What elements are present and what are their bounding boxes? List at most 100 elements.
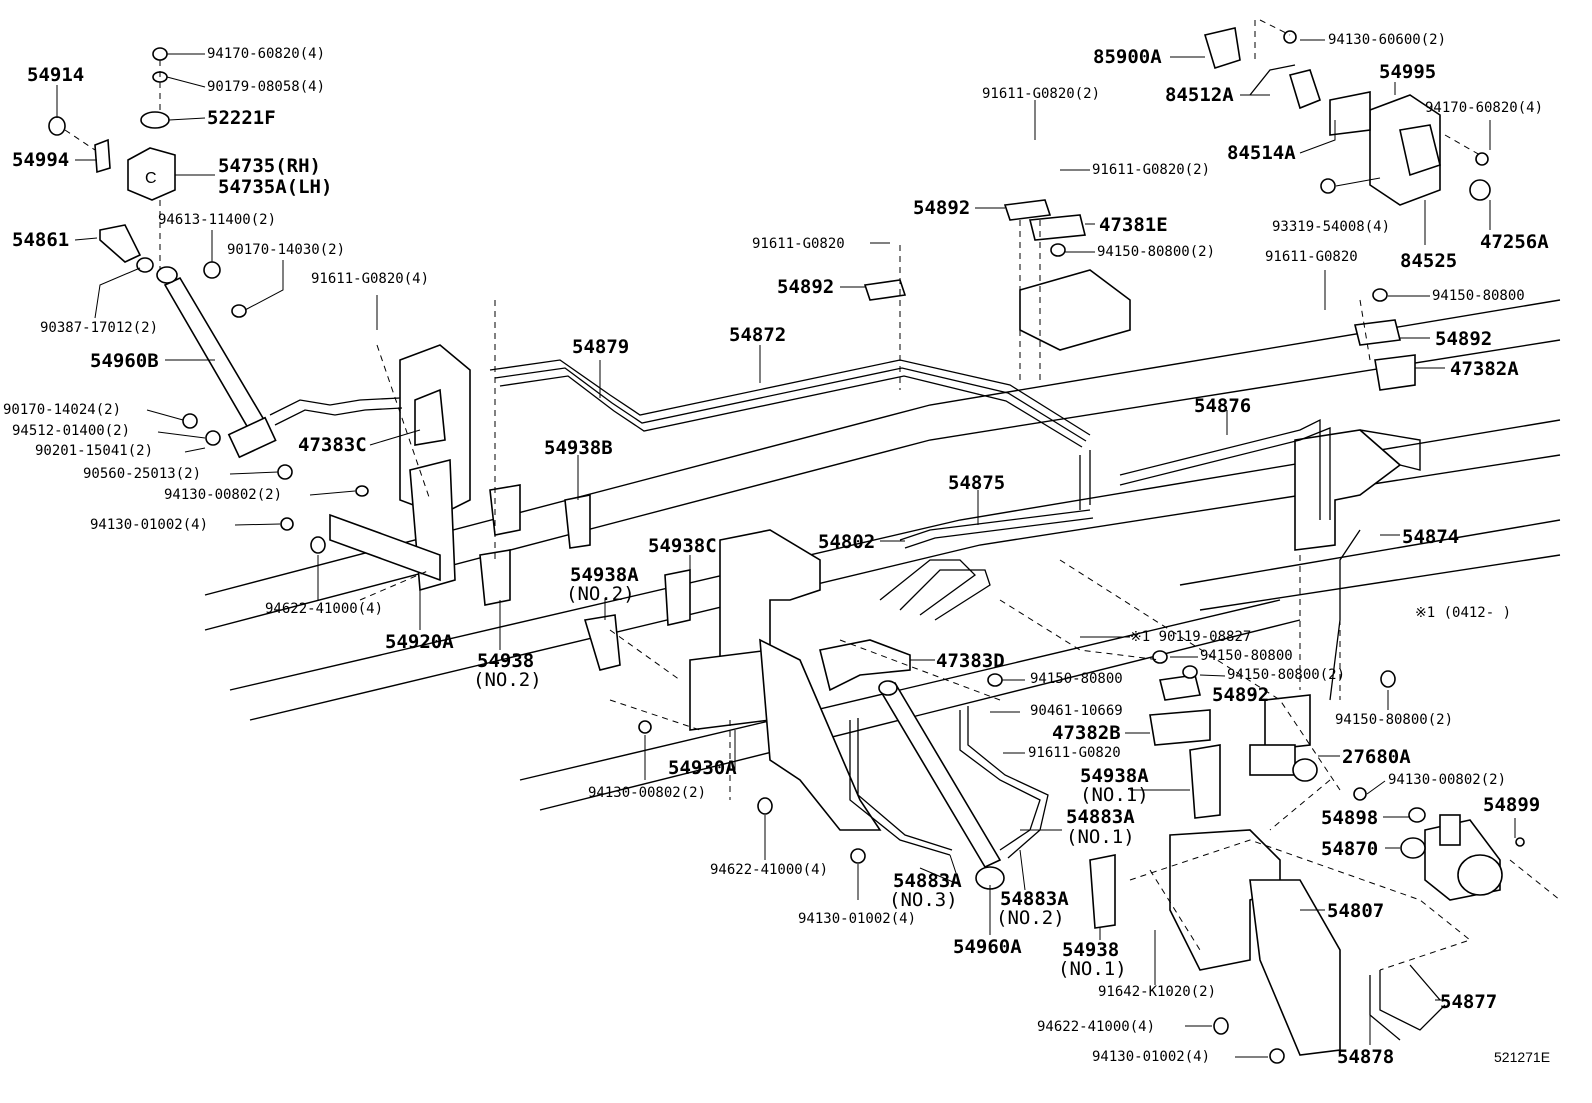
label-54883a-no2: 54883A (1000, 888, 1069, 910)
label-94170-60820-left: 94170-60820(4) (207, 46, 326, 62)
label-54877: 54877 (1440, 991, 1498, 1013)
diagram-id: 521271E (1494, 1049, 1551, 1065)
label-47381e: 47381E (1099, 214, 1168, 236)
label-54938a-no1-sub: (NO.1) (1080, 784, 1149, 806)
cylinder-54960a (878, 680, 1005, 890)
label-54994: 54994 (12, 149, 70, 171)
label-54735-rh: 54735(RH) (218, 155, 321, 177)
bracket-47382a (1374, 354, 1416, 391)
label-54876: 54876 (1194, 395, 1252, 417)
bracket-47382b (1149, 709, 1211, 746)
label-54861: 54861 (12, 229, 70, 251)
label-54735a-lh: 54735A(LH) (218, 176, 333, 198)
dashed-lines (64, 19, 1561, 971)
label-47383c: 47383C (298, 434, 367, 456)
label-note: ※1 (0412- ) (1415, 605, 1512, 621)
label-54802: 54802 (818, 531, 876, 553)
label-94512-01400: 94512-01400(2) (12, 423, 131, 439)
clamp-54892-b (863, 279, 907, 301)
label-54938-no1-sub: (NO.1) (1058, 958, 1127, 980)
label-94622-41000-mid: 94622-41000(4) (710, 862, 829, 878)
label-47382a: 47382A (1450, 358, 1519, 380)
label-84514a: 84514A (1227, 142, 1296, 164)
label-54892-top: 54892 (913, 197, 971, 219)
label-94150-80800-right: 94150-80800 (1432, 288, 1525, 304)
label-54960a: 54960A (953, 936, 1022, 958)
label-91611-g0820-2-mid: 91611-G0820(2) (1092, 162, 1211, 178)
rear-crossmember (1294, 429, 1421, 551)
actuator-84525 (1329, 91, 1491, 206)
label-90560-25013: 90560-25013(2) (83, 466, 202, 482)
label-54875: 54875 (948, 472, 1006, 494)
label-91611-g0820-lower: 91611-G0820 (1028, 745, 1121, 761)
label-47382b: 47382B (1052, 722, 1121, 744)
label-94622-41000-left: 94622-41000(4) (265, 601, 384, 617)
valve-27680a (1249, 744, 1318, 782)
label-54883a-no1: 54883A (1066, 806, 1135, 828)
label-54892-center: 54892 (777, 276, 835, 298)
label-94130-00802-right: 94130-00802(2) (1388, 772, 1507, 788)
label-54938-no1: 54938 (1062, 939, 1120, 961)
label-84512a: 84512A (1165, 84, 1234, 106)
label-94613-11400: 94613-11400(2) (158, 212, 277, 228)
label-94150-80800-2-mid: 94150-80800(2) (1227, 667, 1346, 683)
label-54938a-no1: 54938A (1080, 765, 1149, 787)
label-54872: 54872 (729, 324, 787, 346)
clamp-54892-c (1354, 319, 1401, 346)
label-91611-g0820-4: 91611-G0820(4) (311, 271, 430, 287)
label-54914: 54914 (27, 64, 85, 86)
label-90387-17012: 90387-17012(2) (40, 320, 159, 336)
label-47256a: 47256A (1480, 231, 1549, 253)
label-52221f: 52221F (207, 107, 276, 129)
label-54898: 54898 (1321, 807, 1379, 829)
pump-54870 (1400, 814, 1503, 901)
label-94130-00802-left: 94130-00802(2) (164, 487, 283, 503)
hydraulic-lines (269, 359, 1361, 859)
bracket-47383d (819, 639, 911, 692)
label-54938a-no2: (NO.2) (566, 583, 635, 605)
frame-box-top (1019, 269, 1131, 351)
hoses-54877 (1369, 964, 1446, 1041)
label-54879: 54879 (572, 336, 630, 358)
label-94130-01002-left: 94130-01002(4) (90, 517, 209, 533)
label-90170-14024: 90170-14024(2) (3, 402, 122, 418)
clamp-54892-a (1003, 199, 1052, 221)
label-54920a: 54920A (385, 631, 454, 653)
label-84525: 84525 (1400, 250, 1458, 272)
sensor-85900a (1203, 27, 1321, 110)
label-93319-54008: 93319-54008(4) (1272, 219, 1391, 235)
label-54883a-no3: 54883A (893, 870, 962, 892)
label-54870: 54870 (1321, 838, 1379, 860)
label-91611-g0820-right: 91611-G0820 (1265, 249, 1358, 265)
label-94130-01002-right: 94130-01002(4) (1092, 1049, 1211, 1065)
label-54807: 54807 (1327, 900, 1385, 922)
label-54883a-no3-sub: (NO.3) (889, 889, 958, 911)
lower-right-bracket (1089, 694, 1341, 1056)
label-54899: 54899 (1483, 794, 1541, 816)
bracket-54938b (564, 494, 591, 549)
bracket-54938c (664, 569, 691, 626)
label-54938b: 54938B (544, 437, 613, 459)
label-54938-no2: (NO.2) (473, 669, 542, 691)
label-94130-00802-mid: 94130-00802(2) (588, 785, 707, 801)
label-94150-80800-left: 94150-80800 (1030, 671, 1123, 687)
svg-text:C: C (145, 170, 157, 187)
label-54878: 54878 (1337, 1046, 1395, 1068)
label-90119-08827: ※1 90119-08827 (1130, 629, 1252, 645)
clamp-54892-d (1159, 674, 1201, 701)
label-90461-10669: 90461-10669 (1030, 703, 1123, 719)
label-85900a: 85900A (1093, 46, 1162, 68)
label-54883a-no2-sub: (NO.2) (996, 907, 1065, 929)
label-27680a: 27680A (1342, 746, 1411, 768)
label-54874: 54874 (1402, 526, 1460, 548)
label-54995: 54995 (1379, 61, 1437, 83)
label-94130-01002-mid: 94130-01002(4) (798, 911, 917, 927)
label-91611-g0820-2-top: 91611-G0820(2) (982, 86, 1101, 102)
left-bracket-structure (329, 344, 521, 606)
label-54938a-no2-top: 54938A (570, 564, 639, 586)
label-94170-60820-right: 94170-60820(4) (1425, 100, 1544, 116)
label-54938c: 54938C (648, 535, 717, 557)
label-94622-41000-right: 94622-41000(4) (1037, 1019, 1156, 1035)
